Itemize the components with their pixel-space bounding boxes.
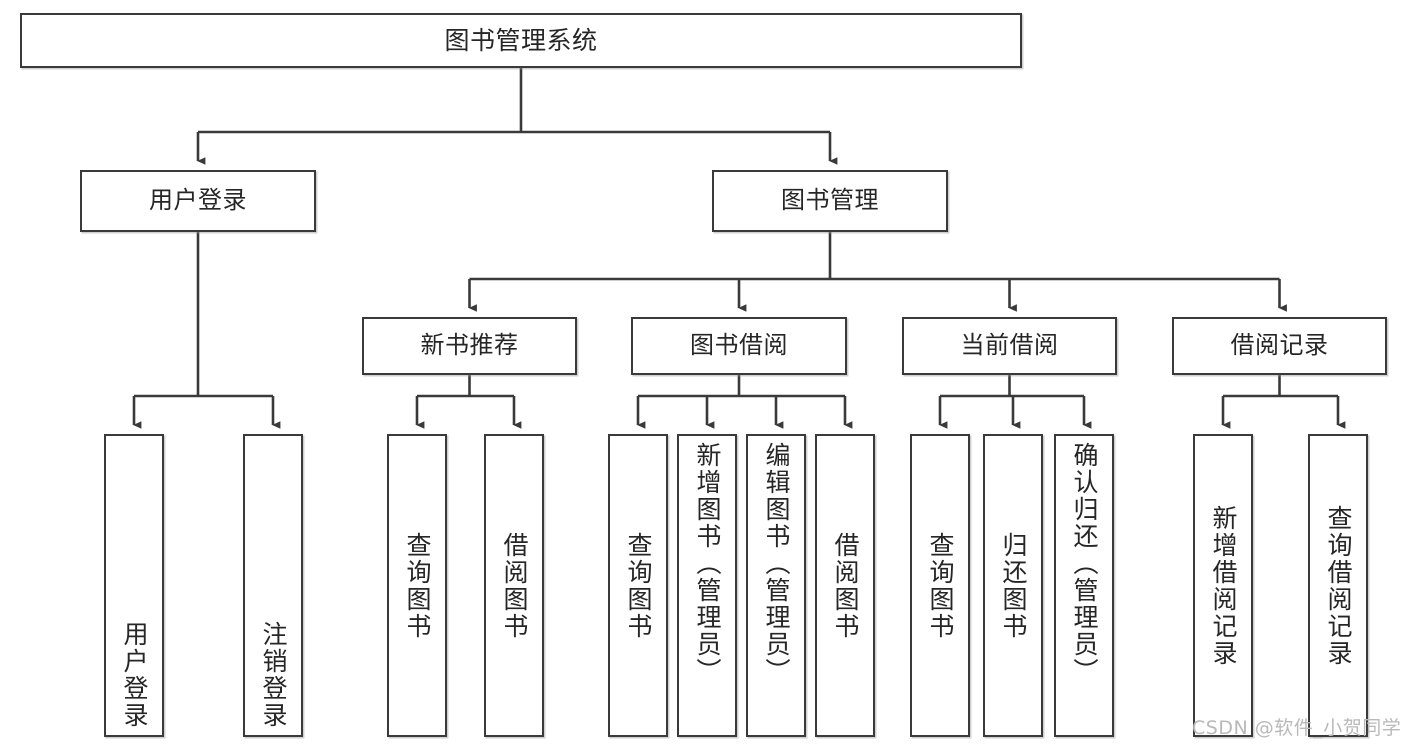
node-label-new-book-rec: 新书推荐 [420,331,519,360]
node-label-leaf-edit-book: 编辑图书（管理员） [762,442,791,685]
node-leaf-borrow-book-2[interactable]: 借阅图书 [815,434,875,737]
node-user-login[interactable]: 用户登录 [80,170,316,232]
node-label-book-manage: 图书管理 [781,186,879,215]
node-borrow-record[interactable]: 借阅记录 [1172,317,1387,375]
node-label-leaf-query-book-1: 查询图书 [403,531,432,640]
node-leaf-edit-book[interactable]: 编辑图书（管理员） [746,434,806,737]
node-leaf-query-book-1[interactable]: 查询图书 [387,434,447,737]
node-label-leaf-confirm-return: 确认归还（管理员） [1070,442,1099,685]
node-label-leaf-borrow-book-2: 借阅图书 [831,531,860,640]
node-label-leaf-user-login: 用户登录 [120,621,149,729]
node-leaf-query-record[interactable]: 查询借阅记录 [1308,434,1368,737]
node-leaf-return-book[interactable]: 归还图书 [983,434,1043,737]
node-label-leaf-user-logout: 注销登录 [259,621,288,729]
node-leaf-query-book-2[interactable]: 查询图书 [608,434,668,737]
node-label-borrow-record: 借阅记录 [1230,331,1329,360]
node-leaf-add-book[interactable]: 新增图书（管理员） [677,434,737,737]
csdn-watermark: CSDN @软件_小贺同学 [1192,717,1402,739]
node-leaf-query-book-3[interactable]: 查询图书 [910,434,970,737]
node-book-borrow[interactable]: 图书借阅 [631,317,847,375]
node-leaf-user-logout[interactable]: 注销登录 [243,434,303,737]
node-new-book-rec[interactable]: 新书推荐 [362,317,577,375]
node-book-manage[interactable]: 图书管理 [712,170,948,232]
node-leaf-confirm-return[interactable]: 确认归还（管理员） [1054,434,1114,737]
node-label-book-borrow: 图书借阅 [690,331,788,360]
node-leaf-borrow-book-1[interactable]: 借阅图书 [484,434,544,737]
node-label-leaf-add-record: 新增借阅记录 [1209,504,1238,667]
node-label-root: 图书管理系统 [444,26,598,55]
node-label-leaf-query-book-3: 查询图书 [926,531,955,640]
node-leaf-user-login[interactable]: 用户登录 [104,434,164,737]
node-leaf-add-record[interactable]: 新增借阅记录 [1193,434,1253,737]
node-label-leaf-query-book-2: 查询图书 [624,531,653,640]
node-current-borrow[interactable]: 当前借阅 [902,317,1117,375]
node-root[interactable]: 图书管理系统 [20,13,1022,68]
node-label-leaf-borrow-book-1: 借阅图书 [500,531,529,640]
node-label-leaf-add-book: 新增图书（管理员） [693,442,722,685]
node-label-leaf-query-record: 查询借阅记录 [1324,504,1353,667]
node-label-leaf-return-book: 归还图书 [999,531,1028,640]
node-label-user-login: 用户登录 [149,186,247,215]
node-label-current-borrow: 当前借阅 [960,331,1059,360]
